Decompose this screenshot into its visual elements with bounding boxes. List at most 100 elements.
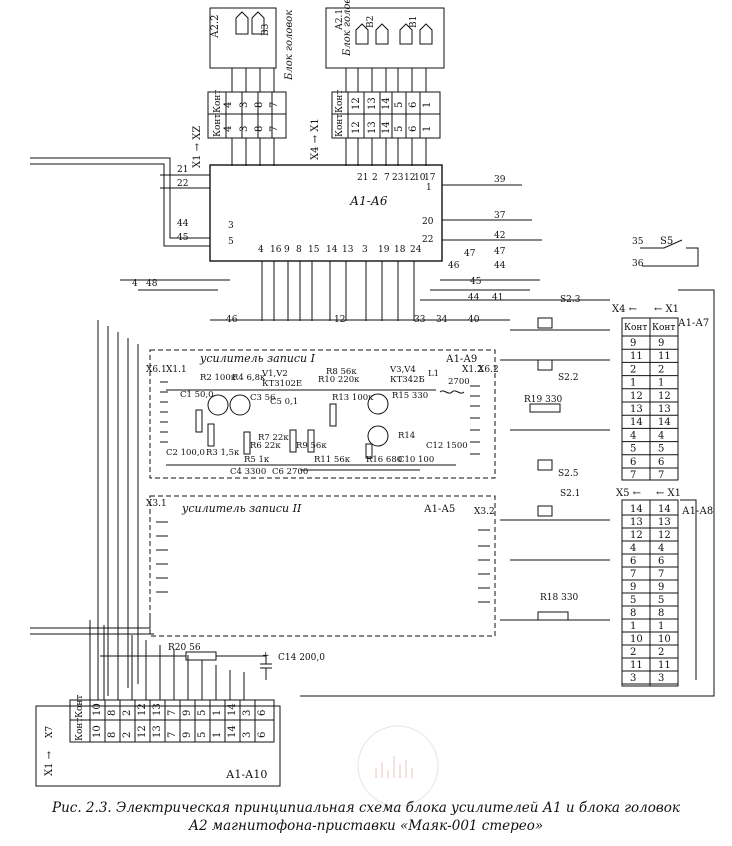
label-x3-1: X3.1: [146, 499, 167, 509]
switch-s5: S5 35 36: [632, 236, 699, 269]
resistor-r19: [529, 403, 561, 413]
label-s2-5: S2.5: [558, 469, 579, 479]
label-x7: X7: [45, 726, 55, 738]
label-r16: R16 680: [366, 455, 402, 465]
resistor-r5: [243, 431, 251, 455]
label-s5: S5: [660, 236, 673, 247]
wire-label: 47: [494, 247, 506, 257]
figure-caption-line-2: А2 магнитофона-приставки «Маяк-001 стере…: [188, 818, 544, 834]
resistor-r20: [185, 651, 217, 661]
pin: 4: [258, 245, 264, 255]
pin: 2: [372, 173, 378, 183]
cell: 14: [381, 97, 392, 110]
block-a1-a9: усилитель записи I А1-А9 X6.1 X1.1 X1.2 …: [146, 349, 499, 479]
label-r14: R14: [398, 431, 415, 441]
a8-cell: 7: [658, 569, 664, 580]
label-r6: R6 22к: [250, 441, 281, 451]
label-c12: C12 1500: [426, 441, 468, 451]
a8-cell: 8: [630, 608, 636, 619]
a10-cell: 3: [242, 732, 253, 738]
label-a1-a10: А1-А10: [226, 768, 267, 781]
a7-cell: 1: [630, 378, 636, 389]
pin: 15: [308, 245, 320, 255]
label-x11: X1.1: [166, 365, 187, 375]
pin: 1: [426, 183, 432, 193]
label-x1-a7: ← X1: [654, 304, 679, 315]
label-kt3426: КТ342Б: [390, 375, 425, 385]
a8-cell: 11: [658, 660, 671, 671]
pin: 3: [362, 245, 368, 255]
a7-cell: 6: [630, 457, 636, 468]
pin: 24: [410, 245, 422, 255]
a10-cell: 8: [107, 710, 118, 716]
head-table-1-col2: Конт: [213, 114, 223, 137]
wire-label: 42: [494, 231, 505, 241]
a8-cell: 7: [630, 569, 636, 580]
pin: 3: [228, 221, 234, 231]
resistor-r16: [365, 443, 373, 459]
a7-cell: 7: [658, 470, 664, 481]
pin: 7: [384, 173, 390, 183]
wire-label: 47: [464, 249, 476, 259]
label-a2-1: А2.1: [335, 9, 345, 30]
a8-cell: 3: [658, 673, 664, 684]
a10-cell: 2: [122, 710, 133, 716]
pin: 12: [404, 173, 415, 183]
cell: 8: [254, 102, 265, 108]
a10-cell: 12: [137, 725, 148, 738]
pin: 19: [378, 245, 390, 255]
wire-label: 4: [132, 279, 138, 289]
a8-cell: 4: [658, 543, 664, 554]
a7-cell: 7: [630, 470, 636, 481]
a10-cell: 9: [182, 710, 193, 716]
a8-cell: 14: [658, 504, 671, 515]
head-block-a2-2: А2.2 Блок головок В3: [209, 7, 295, 92]
right-bus: [300, 289, 715, 697]
label-a1-a5: А1-А5: [424, 504, 455, 515]
a8-cell: 10: [658, 634, 671, 645]
label-2700: 2700: [448, 377, 470, 387]
a8-cell: 12: [630, 530, 643, 541]
a7-cell: 13: [658, 404, 671, 415]
a8-cell: 14: [630, 504, 643, 515]
a10-col1: Конт: [75, 695, 85, 718]
block-a1-a5: усилитель записи II А1-А5 X3.1 X3.2: [146, 495, 496, 637]
a10-cell: 9: [182, 732, 193, 738]
resistor-r18: [537, 611, 569, 621]
wire-label: 41: [492, 293, 503, 303]
c14-plus: +: [262, 651, 270, 661]
label-r15: R15 330: [392, 391, 428, 401]
a7-cell: 9: [658, 338, 664, 349]
transistor-v1: [207, 394, 229, 416]
a7-cell: 6: [658, 457, 664, 468]
wire-label: 21: [177, 165, 188, 175]
cell: 12: [351, 97, 362, 110]
a7-cell: 9: [630, 338, 636, 349]
label-c2: C2 100,0: [166, 448, 205, 458]
transistor-v2: [229, 394, 251, 416]
wire-label: 37: [494, 211, 506, 221]
label-r20: R20 56: [168, 643, 201, 653]
a7-cell: 11: [658, 351, 671, 362]
label-s2-2: S2.2: [558, 373, 578, 383]
wire-label: 44: [468, 293, 480, 303]
label-r2: R2 100к: [200, 373, 237, 383]
a10-cell: 13: [152, 725, 163, 738]
cell: 3: [239, 102, 250, 108]
a8-cell: 9: [658, 582, 664, 593]
connector-a1-a10: X7 X1 → А1-А10 КонтКонт10108822121213137…: [35, 620, 281, 787]
a8-cell: 2: [630, 647, 636, 658]
a7-cell: 2: [658, 364, 664, 375]
watermark-logo: [357, 725, 439, 807]
label-head-block-2: Блок головок: [342, 0, 353, 57]
pin: 21: [357, 173, 368, 183]
pin: 17: [424, 173, 436, 183]
resistor-r1: [195, 409, 203, 433]
a8-cell: 10: [630, 634, 643, 645]
a7-cell: 11: [630, 351, 643, 362]
